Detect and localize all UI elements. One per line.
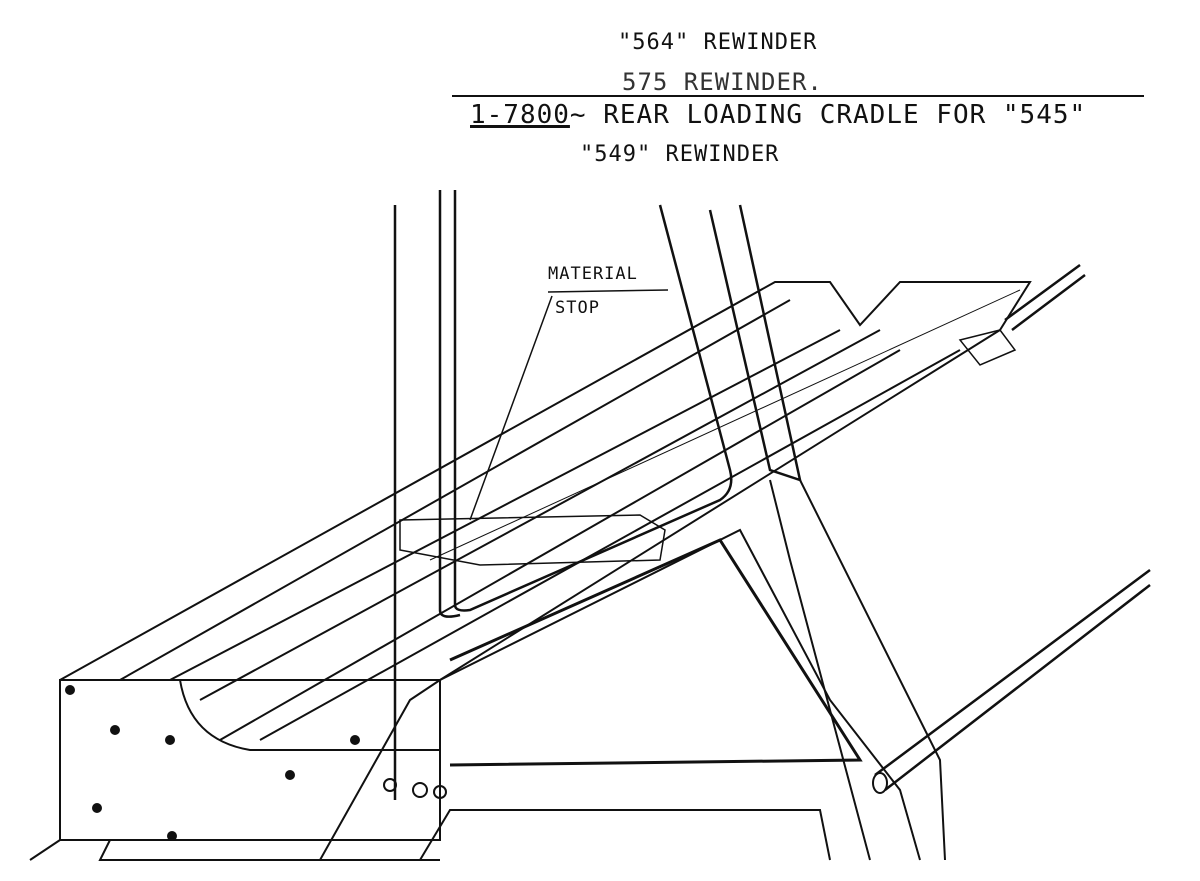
end-plate xyxy=(29,679,447,861)
material-stop-callout-line2: STOP xyxy=(555,298,600,318)
model-549-label: "549" REWINDER xyxy=(580,142,780,167)
material-stop-leader xyxy=(469,289,669,521)
title-divider xyxy=(452,95,1144,97)
drawing-title-text: ~ REAR LOADING CRADLE FOR "545" xyxy=(569,100,1087,130)
side-rails xyxy=(872,263,1151,794)
material-stop-callout-line1: MATERIAL xyxy=(548,264,638,284)
rods xyxy=(393,190,802,800)
part-number: 1-7800 xyxy=(470,100,570,130)
material-stop xyxy=(399,514,666,566)
model-564-label: "564" REWINDER xyxy=(618,30,818,55)
support-frame xyxy=(319,479,946,861)
model-575-label: 575 REWINDER. xyxy=(622,68,823,96)
drawing-title: 1-7800~ REAR LOADING CRADLE FOR "545" xyxy=(470,100,1086,130)
